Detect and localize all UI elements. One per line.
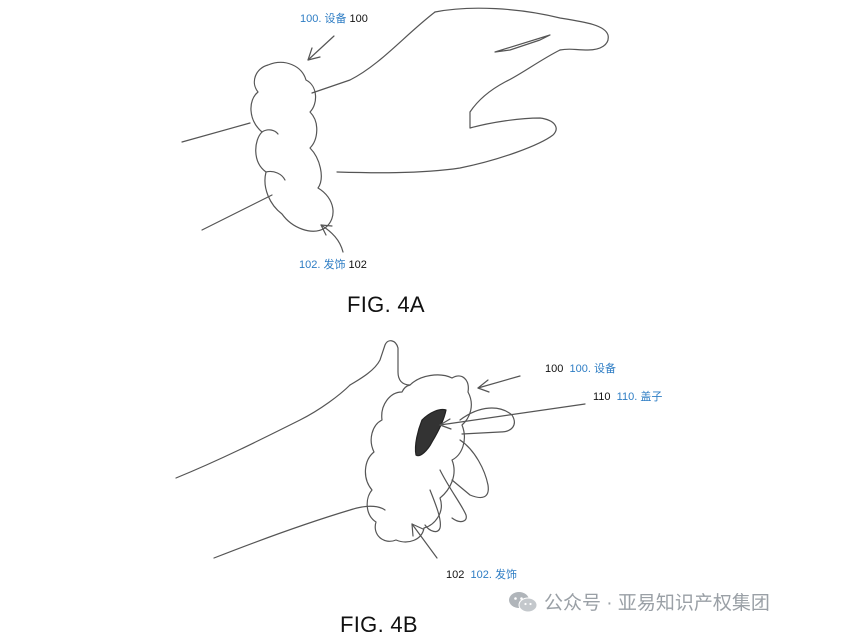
- fig4b-cover-label-num: 110: [593, 391, 611, 403]
- fig4b-cover-label: 110 110. 盖子: [593, 391, 662, 404]
- fig4b-cover-label-blue: 110. 盖子: [616, 391, 663, 403]
- fig4a-caption: FIG. 4A: [347, 292, 425, 317]
- fig4b-ornament-label-num: 102: [446, 569, 465, 581]
- fig4b-ornament-label-blue: 102. 发饰: [470, 569, 517, 581]
- fig4b-cover-leader: [439, 403, 586, 426]
- fig4a-ornament-label-blue: 102. 发饰: [299, 259, 346, 271]
- fig4b-ornament-label: 102 102. 发饰: [446, 569, 517, 582]
- fig4b-caption: FIG. 4B: [340, 612, 418, 637]
- fig4b-device-label-num: 100: [545, 363, 564, 375]
- fig4b-device-arrow: [477, 375, 521, 389]
- fig4a-drawing: [181, 7, 609, 253]
- fig4a-hand-outline: [434, 7, 609, 51]
- fig4a-device-label-num: 100: [349, 13, 368, 25]
- fig4a-ornament-label-num: 102: [348, 259, 367, 271]
- fig4a-ornament-arrow: [320, 224, 344, 253]
- watermark: 公众号 · 亚易知识产权集团: [508, 588, 770, 615]
- fig4b-device-label: 100 100. 设备: [545, 363, 616, 376]
- wechat-icon: [509, 591, 538, 612]
- fig4b-drawing: [175, 340, 586, 559]
- fig4a-device-label: 100. 设备 100: [300, 13, 368, 26]
- watermark-text: 公众号 · 亚易知识产权集团: [544, 593, 770, 614]
- fig4a-arm-outline: [181, 122, 251, 143]
- fig4b-ornament-arrow: [411, 523, 438, 559]
- fig4a-device-arrow: [307, 35, 335, 61]
- fig4b-hair-tie: [364, 374, 472, 543]
- fig4b-cover: [414, 408, 447, 457]
- fig4a-device-label-blue: 100. 设备: [300, 13, 347, 25]
- fig4a-hair-tie: [250, 61, 334, 232]
- fig4a-ornament-label: 102. 发饰 102: [299, 259, 367, 272]
- fig4b-arm-outline: [175, 384, 351, 479]
- fig4b-device-label-blue: 100. 设备: [569, 363, 616, 375]
